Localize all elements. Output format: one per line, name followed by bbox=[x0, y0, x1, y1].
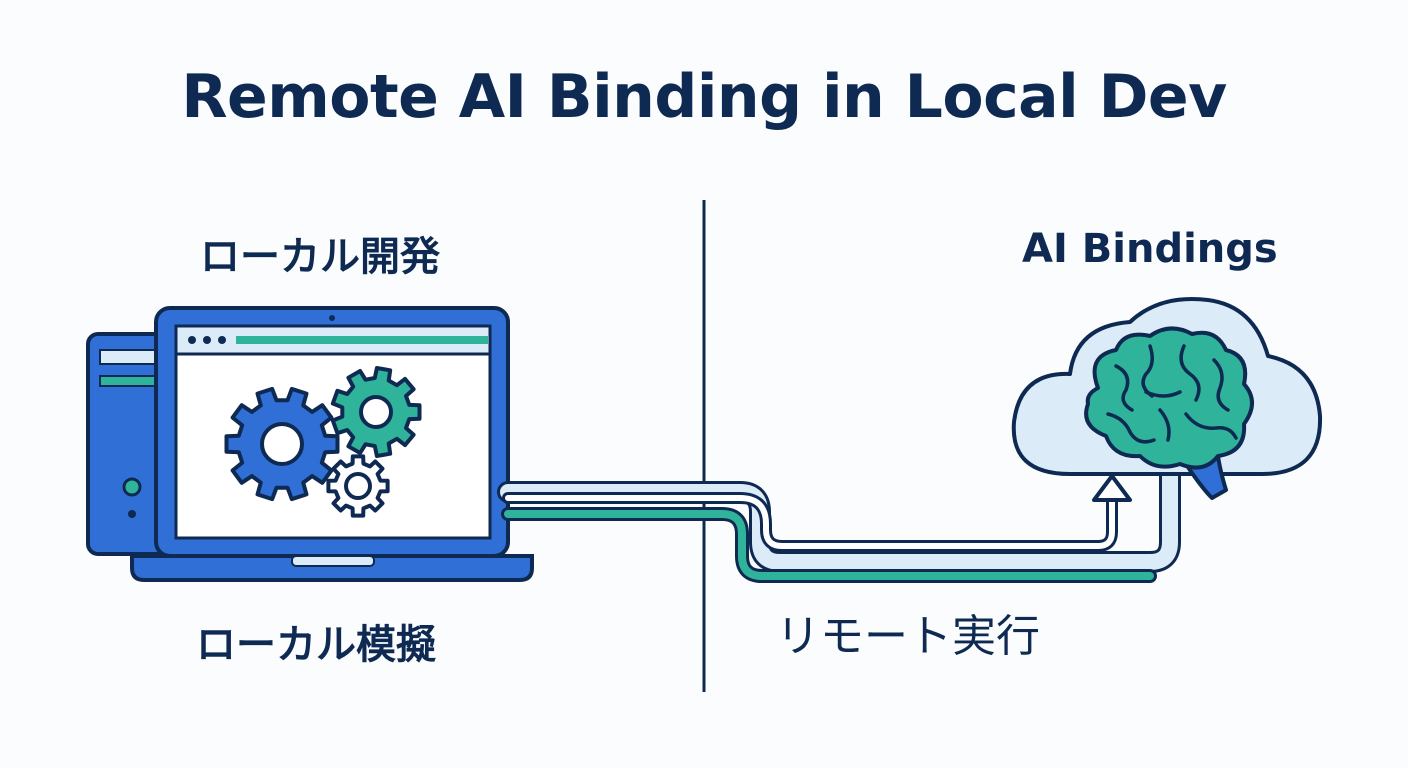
arrow-up-icon bbox=[1092, 474, 1132, 502]
diagram-title: Remote AI Binding in Local Dev bbox=[181, 62, 1227, 132]
gear-medium-icon bbox=[330, 366, 422, 458]
local-emulation-label: ローカル模擬 bbox=[196, 622, 436, 668]
gear-large-icon bbox=[224, 386, 340, 502]
ai-bindings-label: AI Bindings bbox=[1022, 226, 1278, 272]
connection-cable bbox=[497, 449, 1181, 583]
remote-execution-label: リモート実行 bbox=[776, 611, 1040, 662]
brain-icon bbox=[1084, 326, 1254, 500]
local-dev-label: ローカル開発 bbox=[200, 234, 440, 280]
gear-small-icon bbox=[326, 454, 390, 518]
